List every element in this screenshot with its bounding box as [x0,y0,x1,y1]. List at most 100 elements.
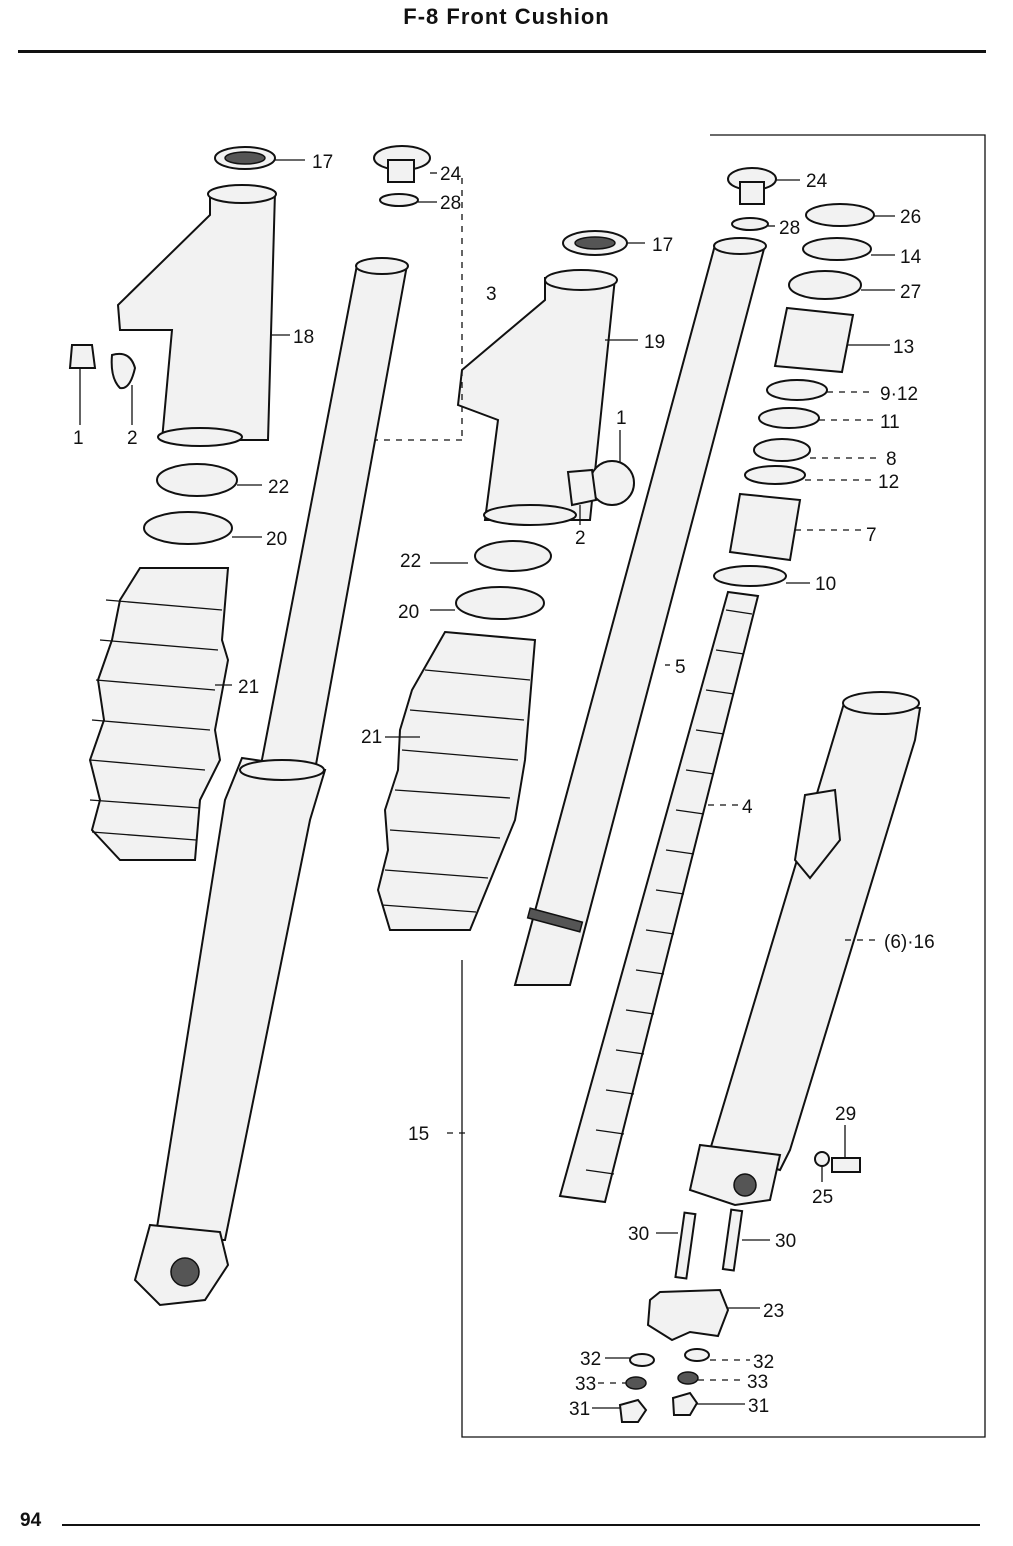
spring-coils [585,609,753,1175]
callout-32: 32 [753,1352,774,1373]
callout-22: 22 [268,477,289,498]
callout-24: 24 [806,171,828,192]
callout-33: 33 [747,1372,768,1393]
part-11-ring [758,407,820,429]
callout-1: 1 [616,408,627,429]
part-17-left-inner [224,151,266,165]
part-24-right-thread [739,181,765,205]
boot-folds-mid [381,669,531,913]
part-33-left [625,1376,647,1390]
callout-21: 21 [361,727,382,748]
callout-1: 1 [73,428,84,449]
callout-19: 19 [644,332,665,353]
part-16-slider-top [842,691,920,715]
part-22-mid [474,540,552,572]
callout-31: 31 [569,1399,590,1420]
callout-25: 25 [812,1187,833,1208]
callout-9-12: 9·12 [880,384,918,405]
callout-3: 3 [486,284,497,305]
part-3-inner-tube [258,264,409,771]
callout-4: 4 [742,797,753,818]
part-18-bracket [116,191,277,441]
part-18-top [207,184,277,204]
part-20-mid [455,586,545,620]
part-30-stud-left [674,1211,697,1280]
part-29-bolt [831,1157,861,1173]
part-20-left [143,511,233,545]
callout-26: 26 [900,207,921,228]
part-14 [802,237,872,261]
part-8-ring [753,438,811,462]
part-25-washer [814,1151,830,1167]
boot-folds-left [89,599,223,841]
part-2-left [110,352,137,390]
callout-13: 13 [893,337,914,358]
callout-28: 28 [779,218,800,239]
part-31-right [671,1391,699,1416]
callout-10: 10 [815,574,836,595]
part-32-right [684,1348,710,1362]
part-5-tube-top [713,237,767,255]
callout-2: 2 [575,528,586,549]
callout-31: 31 [748,1396,769,1417]
part-26 [805,203,875,227]
callout-32: 32 [580,1349,601,1370]
callout-27: 27 [900,282,921,303]
callout-15: 15 [408,1124,429,1145]
part-31-left [618,1398,648,1423]
callout-7: 7 [866,525,877,546]
callout-33: 33 [575,1374,596,1395]
part-19-bracket [456,277,617,521]
callout-17: 17 [652,235,673,256]
callout-labels: 17 18 1 2 22 20 21 24 28 3 17 19 1 2 22 … [73,152,935,1420]
part-19-top [544,269,618,291]
part-27 [788,270,862,300]
leader-lines [79,159,895,1409]
callout-23: 23 [763,1301,784,1322]
part-9-12-ring [766,379,828,401]
callout-24: 24 [440,164,462,185]
part-12-ring [744,465,806,485]
axle-hole-right [733,1173,757,1197]
part-21-mid-boot [376,630,537,931]
callout-2: 2 [127,428,138,449]
part-10-clip [713,565,787,587]
part-21-left-boot [88,567,230,861]
axle-hole-left [170,1257,200,1287]
part-5-tube-band [526,907,584,933]
part-18-bottom [157,427,243,447]
callout-6-16: (6)·16 [884,932,935,953]
right-assembly [558,167,922,1423]
page-number: 94 [20,1510,42,1531]
part-7-bush [728,492,802,562]
part-16-mount [793,788,842,880]
footer-rule [62,1524,980,1526]
middle-assembly [373,145,767,986]
part-28-left [379,193,419,207]
part-2-mid [566,468,598,507]
page-title: F-8 Front Cushion [403,4,610,29]
part-13-bush [773,306,855,374]
part-axle-boss-right [688,1143,782,1207]
callout-28: 28 [440,193,461,214]
part-28-right [731,217,769,231]
callout-21: 21 [238,677,259,698]
callout-18: 18 [293,327,314,348]
callout-11: 11 [880,412,900,433]
part-33-right [677,1371,699,1385]
callout-29: 29 [835,1104,856,1125]
part-19-bottom [483,504,577,526]
part-30-stud-right [721,1208,744,1272]
part-17-mid-inner [574,236,616,250]
callout-22: 22 [400,551,421,572]
callout-20: 20 [398,602,419,623]
left-assembly [68,146,409,1307]
callout-17: 17 [312,152,333,173]
part-22-left [156,463,238,497]
callout-14: 14 [900,247,922,268]
callout-30: 30 [628,1224,649,1245]
part-23-cap [646,1288,730,1342]
callout-5: 5 [675,657,686,678]
assembly-boundary [461,134,986,1438]
